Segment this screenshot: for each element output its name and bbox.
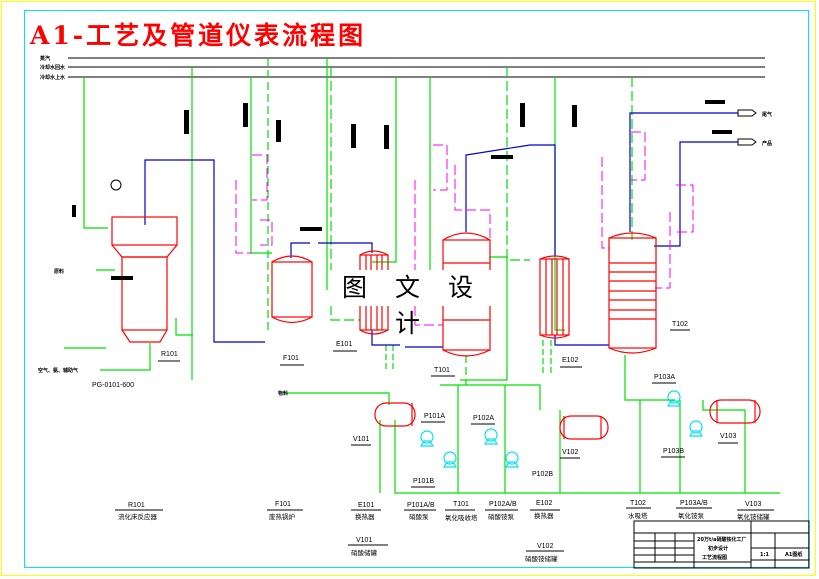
svg-text:氧化铵泵: 氧化铵泵 xyxy=(678,511,705,520)
legend-item: R101 流化床反应器 xyxy=(115,502,163,521)
utility-label: 冷却水回水 xyxy=(40,64,66,71)
svg-text:T101: T101 xyxy=(453,501,469,508)
column-t102 xyxy=(608,232,657,354)
pump-p101a xyxy=(419,430,435,447)
utility-label: 蒸汽 xyxy=(40,55,50,62)
svg-text:氧化铵储罐: 氧化铵储罐 xyxy=(737,512,770,521)
title-block-line2: 初步设计 xyxy=(708,545,728,552)
legend-item: V102 硝酸铵储罐 xyxy=(525,543,564,563)
legend-item: P101A/B 硝酸泵 xyxy=(404,502,436,521)
pump-p102a xyxy=(483,428,499,445)
title-block xyxy=(633,520,810,569)
svg-text:硝酸储罐: 硝酸储罐 xyxy=(351,548,378,557)
pump-p102b xyxy=(504,451,520,468)
outlet-arrow-icon xyxy=(737,109,757,117)
legend-item: P102A/B 硝酸铵泵 xyxy=(485,501,518,521)
svg-text:硝酸铵泵: 硝酸铵泵 xyxy=(488,512,515,521)
legend-item: V103 氧化铵储罐 xyxy=(737,501,774,521)
legend-item: V101 硝酸储罐 xyxy=(348,537,388,557)
legend-item: F101 废热锅炉 xyxy=(267,501,303,521)
svg-text:E102: E102 xyxy=(536,500,552,507)
stream-product-label: 产品 xyxy=(762,140,772,147)
tag-t101: T101 xyxy=(434,367,450,374)
tag-p102a: P102A xyxy=(473,415,494,422)
svg-text:V103: V103 xyxy=(745,501,761,508)
stream-air-label: 空气、氨、辅助气 xyxy=(38,367,78,374)
boiler-f101 xyxy=(271,255,313,324)
tag-r101: R101 xyxy=(161,351,178,358)
svg-text:F101: F101 xyxy=(275,501,291,508)
legend-item: E101 换热器 xyxy=(351,502,381,521)
legend-item: P103A/B 氧化铵泵 xyxy=(676,500,712,520)
svg-text:T102: T102 xyxy=(630,500,646,507)
title-block-sheet: A1图纸 xyxy=(785,551,802,558)
outlet-arrow-icon xyxy=(737,138,757,146)
tag-p103b: P103B xyxy=(663,448,684,455)
title-block-line3: 工艺流程图 xyxy=(702,554,727,561)
vessel-v101 xyxy=(374,402,416,427)
vessel-v103 xyxy=(709,399,761,424)
tag-v102: V102 xyxy=(562,449,578,456)
svg-text:废热锅炉: 废热锅炉 xyxy=(269,512,296,521)
tag-f101: F101 xyxy=(283,355,299,362)
drawing-title: A1-工艺及管道仪表流程图 xyxy=(30,21,367,50)
svg-text:P101A/B: P101A/B xyxy=(407,502,435,509)
tag-e101: E101 xyxy=(336,341,352,348)
svg-text:E101: E101 xyxy=(358,502,374,509)
svg-text:V102: V102 xyxy=(537,543,553,550)
tag-t102: T102 xyxy=(672,321,688,328)
svg-text:R101: R101 xyxy=(128,502,145,509)
stream-labels: 原料 空气、氨、辅助气 尾气 产品 物料 PG-0101-600 xyxy=(38,111,772,397)
legend-item: T102 水吸塔 xyxy=(626,500,651,520)
tag-p102b: P102B xyxy=(532,471,553,478)
stream-offgas-label: 尾气 xyxy=(761,111,772,118)
stream-v101-feed-label: 物料 xyxy=(278,390,288,397)
svg-text:换热器: 换热器 xyxy=(534,511,554,520)
tag-p101b: P101B xyxy=(413,478,434,485)
svg-text:P103A/B: P103A/B xyxy=(680,500,708,507)
svg-text:硝酸泵: 硝酸泵 xyxy=(409,512,429,521)
instrument-bubble xyxy=(110,179,122,191)
process-lines xyxy=(144,112,738,348)
utility-label: 冷却水上水 xyxy=(40,74,66,81)
utility-headers: 蒸汽 冷却水回水 冷却水上水 xyxy=(40,55,765,81)
pumps xyxy=(419,390,704,468)
reactor-r101 xyxy=(111,216,178,343)
svg-text:V101: V101 xyxy=(356,537,372,544)
tag-e102: E102 xyxy=(562,357,578,364)
legend-item: T101 氧化吸收塔 xyxy=(445,501,478,522)
equipment-tags: R101 F101 E101 T101 E102 T102 V101 P101A… xyxy=(158,321,738,488)
stream-feed-label: 原料 xyxy=(54,268,64,275)
drawing-border xyxy=(24,10,809,568)
drawing-number: PG-0101-600 xyxy=(92,382,134,389)
tag-p103a: P103A xyxy=(654,374,675,381)
svg-text:P102A/B: P102A/B xyxy=(489,501,517,508)
tag-v103: V103 xyxy=(720,433,736,440)
equipment-legend: R101 流化床反应器 F101 废热锅炉 E101 换热器 P101A/B 硝酸泵 T… xyxy=(115,500,774,563)
pump-p101b xyxy=(442,451,458,468)
vessel-v102 xyxy=(559,415,609,440)
svg-text:氧化吸收塔: 氧化吸收塔 xyxy=(445,513,478,522)
title-block-text: 20万t/a硝酸铵化工厂 初步设计 工艺流程图 1:1 A1图纸 xyxy=(697,536,802,561)
svg-text:硝酸铵储罐: 硝酸铵储罐 xyxy=(525,554,558,563)
svg-text:水吸塔: 水吸塔 xyxy=(628,511,648,520)
instrument-lines xyxy=(235,131,694,326)
title-block-line1: 20万t/a硝酸铵化工厂 xyxy=(697,536,747,543)
pump-p103b xyxy=(688,420,704,437)
tag-p101a: P101A xyxy=(424,413,445,420)
watermark: 图 文 设 计 xyxy=(330,270,495,338)
svg-text:换热器: 换热器 xyxy=(355,512,375,521)
legend-item: E102 换热器 xyxy=(530,500,560,520)
line-markers xyxy=(72,100,732,280)
exchanger-e102 xyxy=(539,255,570,339)
outlet-arrows xyxy=(737,109,757,146)
svg-text:流化床反应器: 流化床反应器 xyxy=(118,512,158,521)
tag-v101: V101 xyxy=(353,436,369,443)
water-lines xyxy=(64,58,780,494)
pump-p103a xyxy=(666,390,682,407)
title-block-scale: 1:1 xyxy=(760,552,769,558)
